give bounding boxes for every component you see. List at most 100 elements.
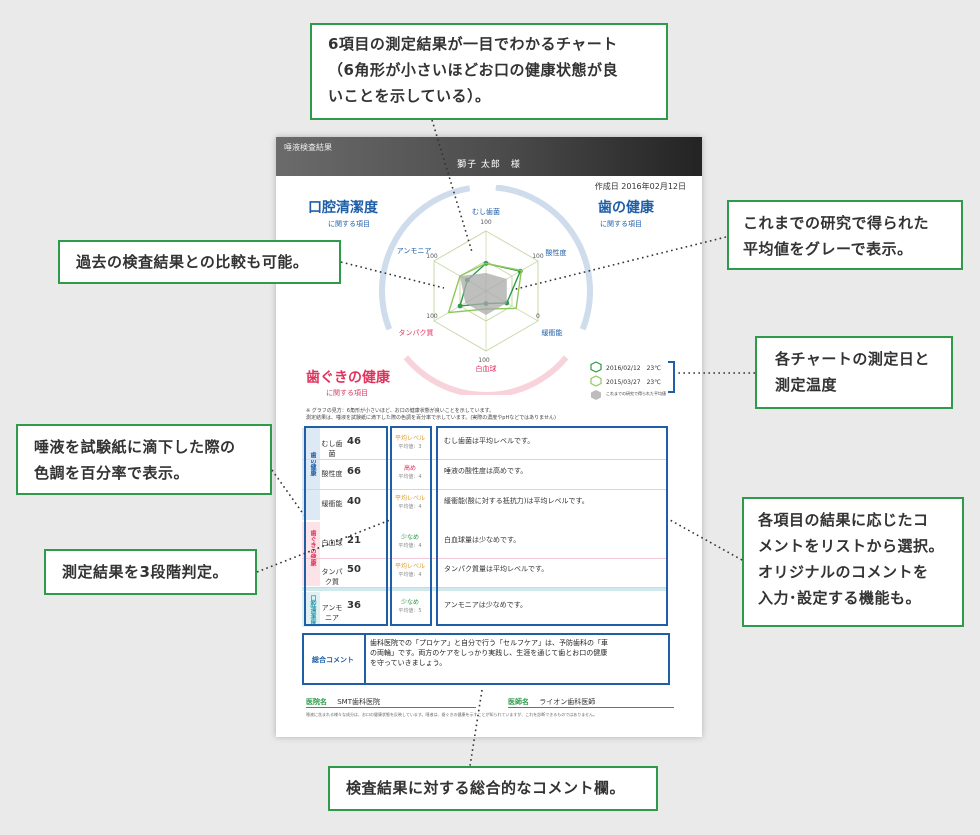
gums-arc <box>403 355 569 395</box>
row-value: 40 <box>347 496 361 507</box>
judgement-average: 平均値：4 <box>398 543 422 549</box>
legend-label: 2015/03/27 23℃ <box>606 379 661 386</box>
axis-max-label: 100 <box>478 357 490 364</box>
chart-legend: 2016/02/12 23℃ 2015/03/27 23℃ これまでの研究で得ら… <box>590 361 690 403</box>
callout-line: 平均値をグレーで表示。 <box>743 240 913 258</box>
group-oral-label: 口腔清潔度 <box>309 595 316 625</box>
row-label: 酸性度 <box>321 470 343 478</box>
callout-line: オリジナルのコメントを <box>758 563 929 581</box>
row-value: 36 <box>347 600 361 611</box>
row-comment: 白血球量は少なめです。 <box>444 536 521 544</box>
series-average <box>460 273 507 315</box>
clinic-underline <box>306 707 476 708</box>
legend-label: 2016/02/12 23℃ <box>606 365 661 372</box>
row-value: 66 <box>347 466 361 477</box>
legend-entry-average: これまでの研究で得られた平均値 <box>590 389 690 403</box>
row-comment: 唾液の酸性度は高めです。 <box>444 467 528 475</box>
row-label: アンモニア <box>321 604 343 622</box>
report-title: 唾液検査結果 <box>284 143 332 152</box>
section-oral-sub: に関する項目 <box>328 220 370 228</box>
row-comment: 緩衝能(酸に対する抵抗力)は平均レベルです。 <box>444 497 589 505</box>
axis-max-label: 100 <box>426 253 438 260</box>
overall-comment-label: 総合コメント <box>312 656 354 664</box>
doctor-label: 医師名 <box>508 698 529 706</box>
doctor-name: ライオン歯科医師 <box>539 698 596 706</box>
group-teeth-label: 歯の健康 <box>309 452 316 476</box>
callout-line: 測定温度 <box>775 376 838 394</box>
judgement-average: 平均値：5 <box>398 608 422 614</box>
row-comment: タンパク質量は平均レベルです。 <box>444 565 549 573</box>
axis-label: 白血球 <box>476 364 497 373</box>
section-teeth-title: 歯の健康 <box>598 200 654 216</box>
callout-average: これまでの研究で得られた 平均値をグレーで表示。 <box>727 200 963 270</box>
section-teeth-sub: に関する項目 <box>600 220 642 228</box>
overall-divider <box>364 635 366 683</box>
report-header: 唾液検査結果 獅子 太郎 様 <box>276 137 702 176</box>
callout-line: 検査結果に対する総合的なコメント欄。 <box>346 779 626 797</box>
row-judgement: 平均レベル平均値：3 <box>392 435 428 451</box>
hexagon-icon <box>591 390 601 400</box>
callout-line: 過去の検査結果との比較も可能。 <box>76 253 309 271</box>
graph-note: ※ グラフの見方：6角形が小さいほど、お口の健康状態が良いことを示しています。 … <box>306 408 686 422</box>
judgement-level: 少なめ <box>400 534 419 541</box>
callout-judge: 測定結果を3段階判定。 <box>44 549 257 595</box>
data-point <box>457 303 463 309</box>
legend-entry-current: 2016/02/12 23℃ <box>590 361 690 375</box>
row-divider <box>302 587 666 588</box>
judgement-average: 平均値：4 <box>398 572 422 578</box>
doctor-name-row: 医師名 ライオン歯科医師 <box>508 697 595 707</box>
row-judgement: 高め平均値：4 <box>392 465 428 481</box>
legend-bracket <box>668 361 675 393</box>
axis-label: タンパク質 <box>399 328 434 337</box>
overall-line: の両輪」です。両方のケアをしっかり実践し、生涯を通じて歯とお口の健康 <box>370 649 608 657</box>
oral-divider <box>302 588 666 591</box>
callout-dates: 各チャートの測定日と 測定温度 <box>755 336 953 409</box>
axis-label: 緩衝能 <box>541 328 562 337</box>
callout-overall: 検査結果に対する総合的なコメント欄。 <box>328 766 658 811</box>
judgement-level: 平均レベル <box>394 435 425 442</box>
note-line: 測定結果は、唾液を試験紙に滴下した際の色調を百分率で示しています。(実際の濃度や… <box>306 415 556 421</box>
row-judgement: 少なめ平均値：4 <box>392 534 428 550</box>
overall-line: 歯科医院での「プロケア」と自分で行う「セルフケア」は、予防歯科の「車 <box>370 639 608 647</box>
row-divider <box>302 489 666 490</box>
row-judgement: 平均レベル平均値：4 <box>392 495 428 511</box>
row-label: むし歯菌 <box>321 440 343 458</box>
row-judgement: 平均レベル平均値：4 <box>392 563 428 579</box>
judgement-level: 高め <box>403 465 416 472</box>
axis-label: アンモニア <box>397 247 432 255</box>
row-comment: むし歯菌は平均レベルです。 <box>444 437 535 445</box>
axis-max-label: 100 <box>426 313 438 320</box>
hexagon-icon <box>590 361 602 373</box>
note-line: ※ グラフの見方：6角形が小さいほど、お口の健康状態が良いことを示しています。 <box>306 408 495 414</box>
report-sheet: 唾液検査結果 獅子 太郎 様 作成日 2016年02月12日 口腔清潔度 に関す… <box>276 137 702 737</box>
judgement-box <box>390 426 432 626</box>
section-gums-sub: に関する項目 <box>326 389 368 397</box>
clinic-name-row: 医院名 SMT歯科医院 <box>306 697 380 707</box>
clinic-name: SMT歯科医院 <box>337 698 380 706</box>
overall-comment-box <box>302 633 670 685</box>
axis-label: 酸性度 <box>545 248 566 257</box>
legend-entry-previous: 2015/03/27 23℃ <box>590 375 690 389</box>
judgement-level: 少なめ <box>400 599 419 606</box>
section-oral-title: 口腔清潔度 <box>308 200 378 216</box>
callout-line: 唾液を試験紙に滴下した際の <box>34 438 236 456</box>
callout-line: 各項目の結果に応じたコ <box>758 511 929 529</box>
axis-label: むし歯菌 <box>472 207 500 216</box>
callout-line: 測定結果を3段階判定。 <box>62 563 228 581</box>
callout-color: 唾液を試験紙に滴下した際の 色調を百分率で表示。 <box>16 424 272 495</box>
judgement-average: 平均値：4 <box>398 474 422 480</box>
callout-line: 各チャートの測定日と <box>775 350 930 368</box>
row-divider <box>302 459 666 460</box>
judgement-level: 平均レベル <box>394 495 425 502</box>
callout-compare: 過去の検査結果との比較も可能。 <box>58 240 341 284</box>
row-divider <box>302 558 666 559</box>
row-comment: アンモニアは少なめです。 <box>444 601 528 609</box>
callout-line: 入力･設定する機能も。 <box>758 589 922 607</box>
patient-name: 獅子 太郎 様 <box>457 160 521 170</box>
callout-line: いことを示している）。 <box>328 87 491 105</box>
callout-comments: 各項目の結果に応じたコ メントをリストから選択。 オリジナルのコメントを 入力･… <box>742 497 964 627</box>
legend-label: これまでの研究で得られた平均値 <box>606 391 666 396</box>
section-gums-title: 歯ぐきの健康 <box>306 370 390 386</box>
created-date: 作成日 2016年02月12日 <box>594 182 686 191</box>
